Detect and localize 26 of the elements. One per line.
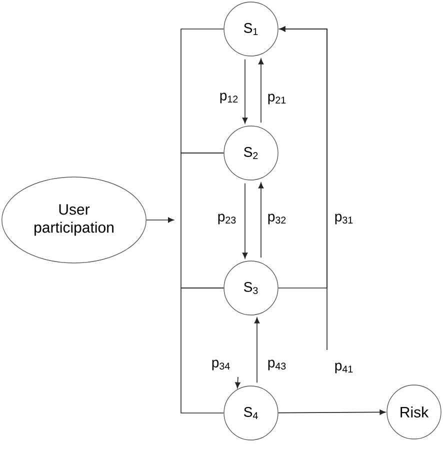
arrow: [146, 217, 174, 223]
edge-label: p$_{31}$: [333, 212, 355, 226]
arrow: [242, 58, 248, 124]
arrow: [258, 58, 264, 124]
circle-node: S$_{4}$: [224, 386, 278, 440]
circle-node: S$_{1}$: [224, 2, 278, 56]
arrow: [279, 26, 328, 350]
edge-label: p$_{21}$: [266, 92, 288, 106]
connector-line: [180, 288, 224, 414]
circle-node: S$_{2}$: [224, 126, 278, 180]
arrow: [258, 182, 264, 258]
connector-line: [180, 28, 224, 154]
edge-label: p$_{34}$: [210, 358, 232, 372]
arrow: [242, 182, 248, 259]
oval-node: User participation: [2, 176, 146, 264]
arrow: [278, 410, 386, 415]
arrow: [254, 317, 260, 384]
arrow: [235, 376, 240, 388]
circle-node: S$_{3}$: [224, 260, 278, 316]
connector-line: [180, 152, 224, 288]
edge-label: p$_{12}$: [218, 92, 240, 104]
edge-label: p$_{43}$: [266, 358, 288, 372]
edge-label: p$_{41}$: [333, 362, 355, 374]
circle-node: Risk: [386, 384, 442, 440]
edge-label: p$_{32}$: [266, 212, 288, 226]
edge-label: p$_{23}$: [216, 212, 238, 226]
